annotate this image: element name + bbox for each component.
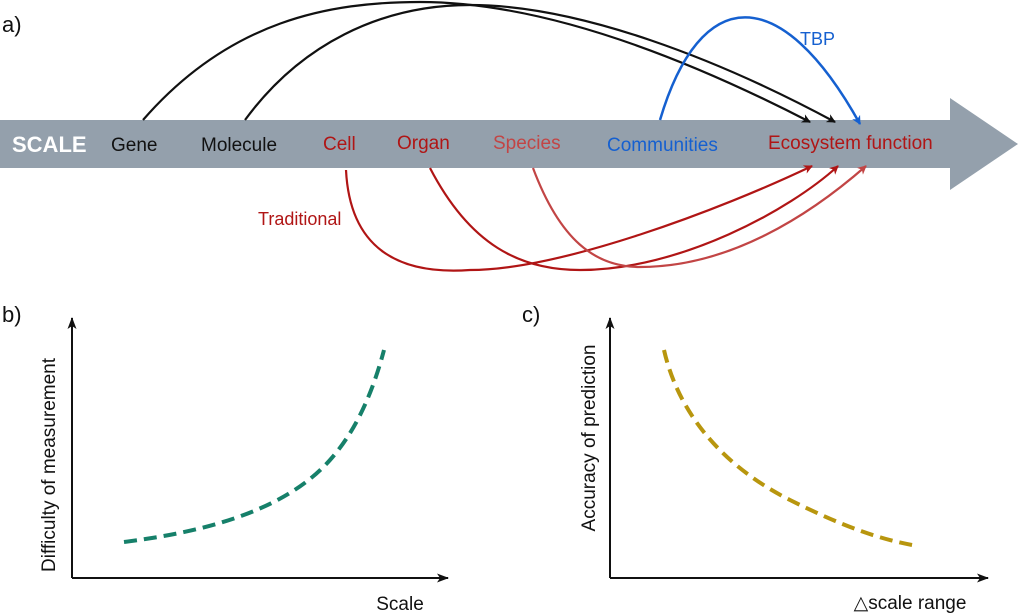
chart-b-xlabel: Scale	[376, 594, 424, 613]
scale-label: SCALE	[12, 132, 87, 157]
chart-c-ylabel: Accuracy of prediction	[579, 345, 600, 532]
arc-organ-to-ecosystem	[429, 165, 839, 272]
scale-arrow	[0, 98, 1018, 190]
node-ecosystem-function: Ecosystem function	[768, 133, 933, 154]
chart-c-xlabel: △scale range	[854, 593, 967, 613]
node-organ: Organ	[397, 133, 450, 154]
node-molecule: Molecule	[201, 135, 277, 156]
traditional-label: Traditional	[258, 209, 341, 229]
arc-tbp	[658, 16, 862, 125]
chart-c-curve	[662, 349, 919, 548]
chart-b-ylabel: Difficulty of measurement	[39, 357, 60, 572]
arc-molecule-to-ecosystem	[244, 3, 836, 123]
node-cell: Cell	[323, 134, 356, 155]
arc-species-to-ecosystem	[531, 165, 867, 269]
tbp-label: TBP	[800, 29, 835, 49]
arc-cell-to-ecosystem	[344, 165, 813, 272]
node-species: Species	[493, 133, 561, 154]
panel-c-label: c)	[522, 302, 540, 327]
node-communities: Communities	[607, 135, 718, 156]
chart-b-curve	[123, 349, 386, 544]
panel-b-label: b)	[2, 302, 22, 327]
arc-gene-to-ecosystem	[142, 0, 811, 123]
panel-a-label: a)	[2, 12, 22, 37]
node-gene: Gene	[111, 135, 157, 156]
